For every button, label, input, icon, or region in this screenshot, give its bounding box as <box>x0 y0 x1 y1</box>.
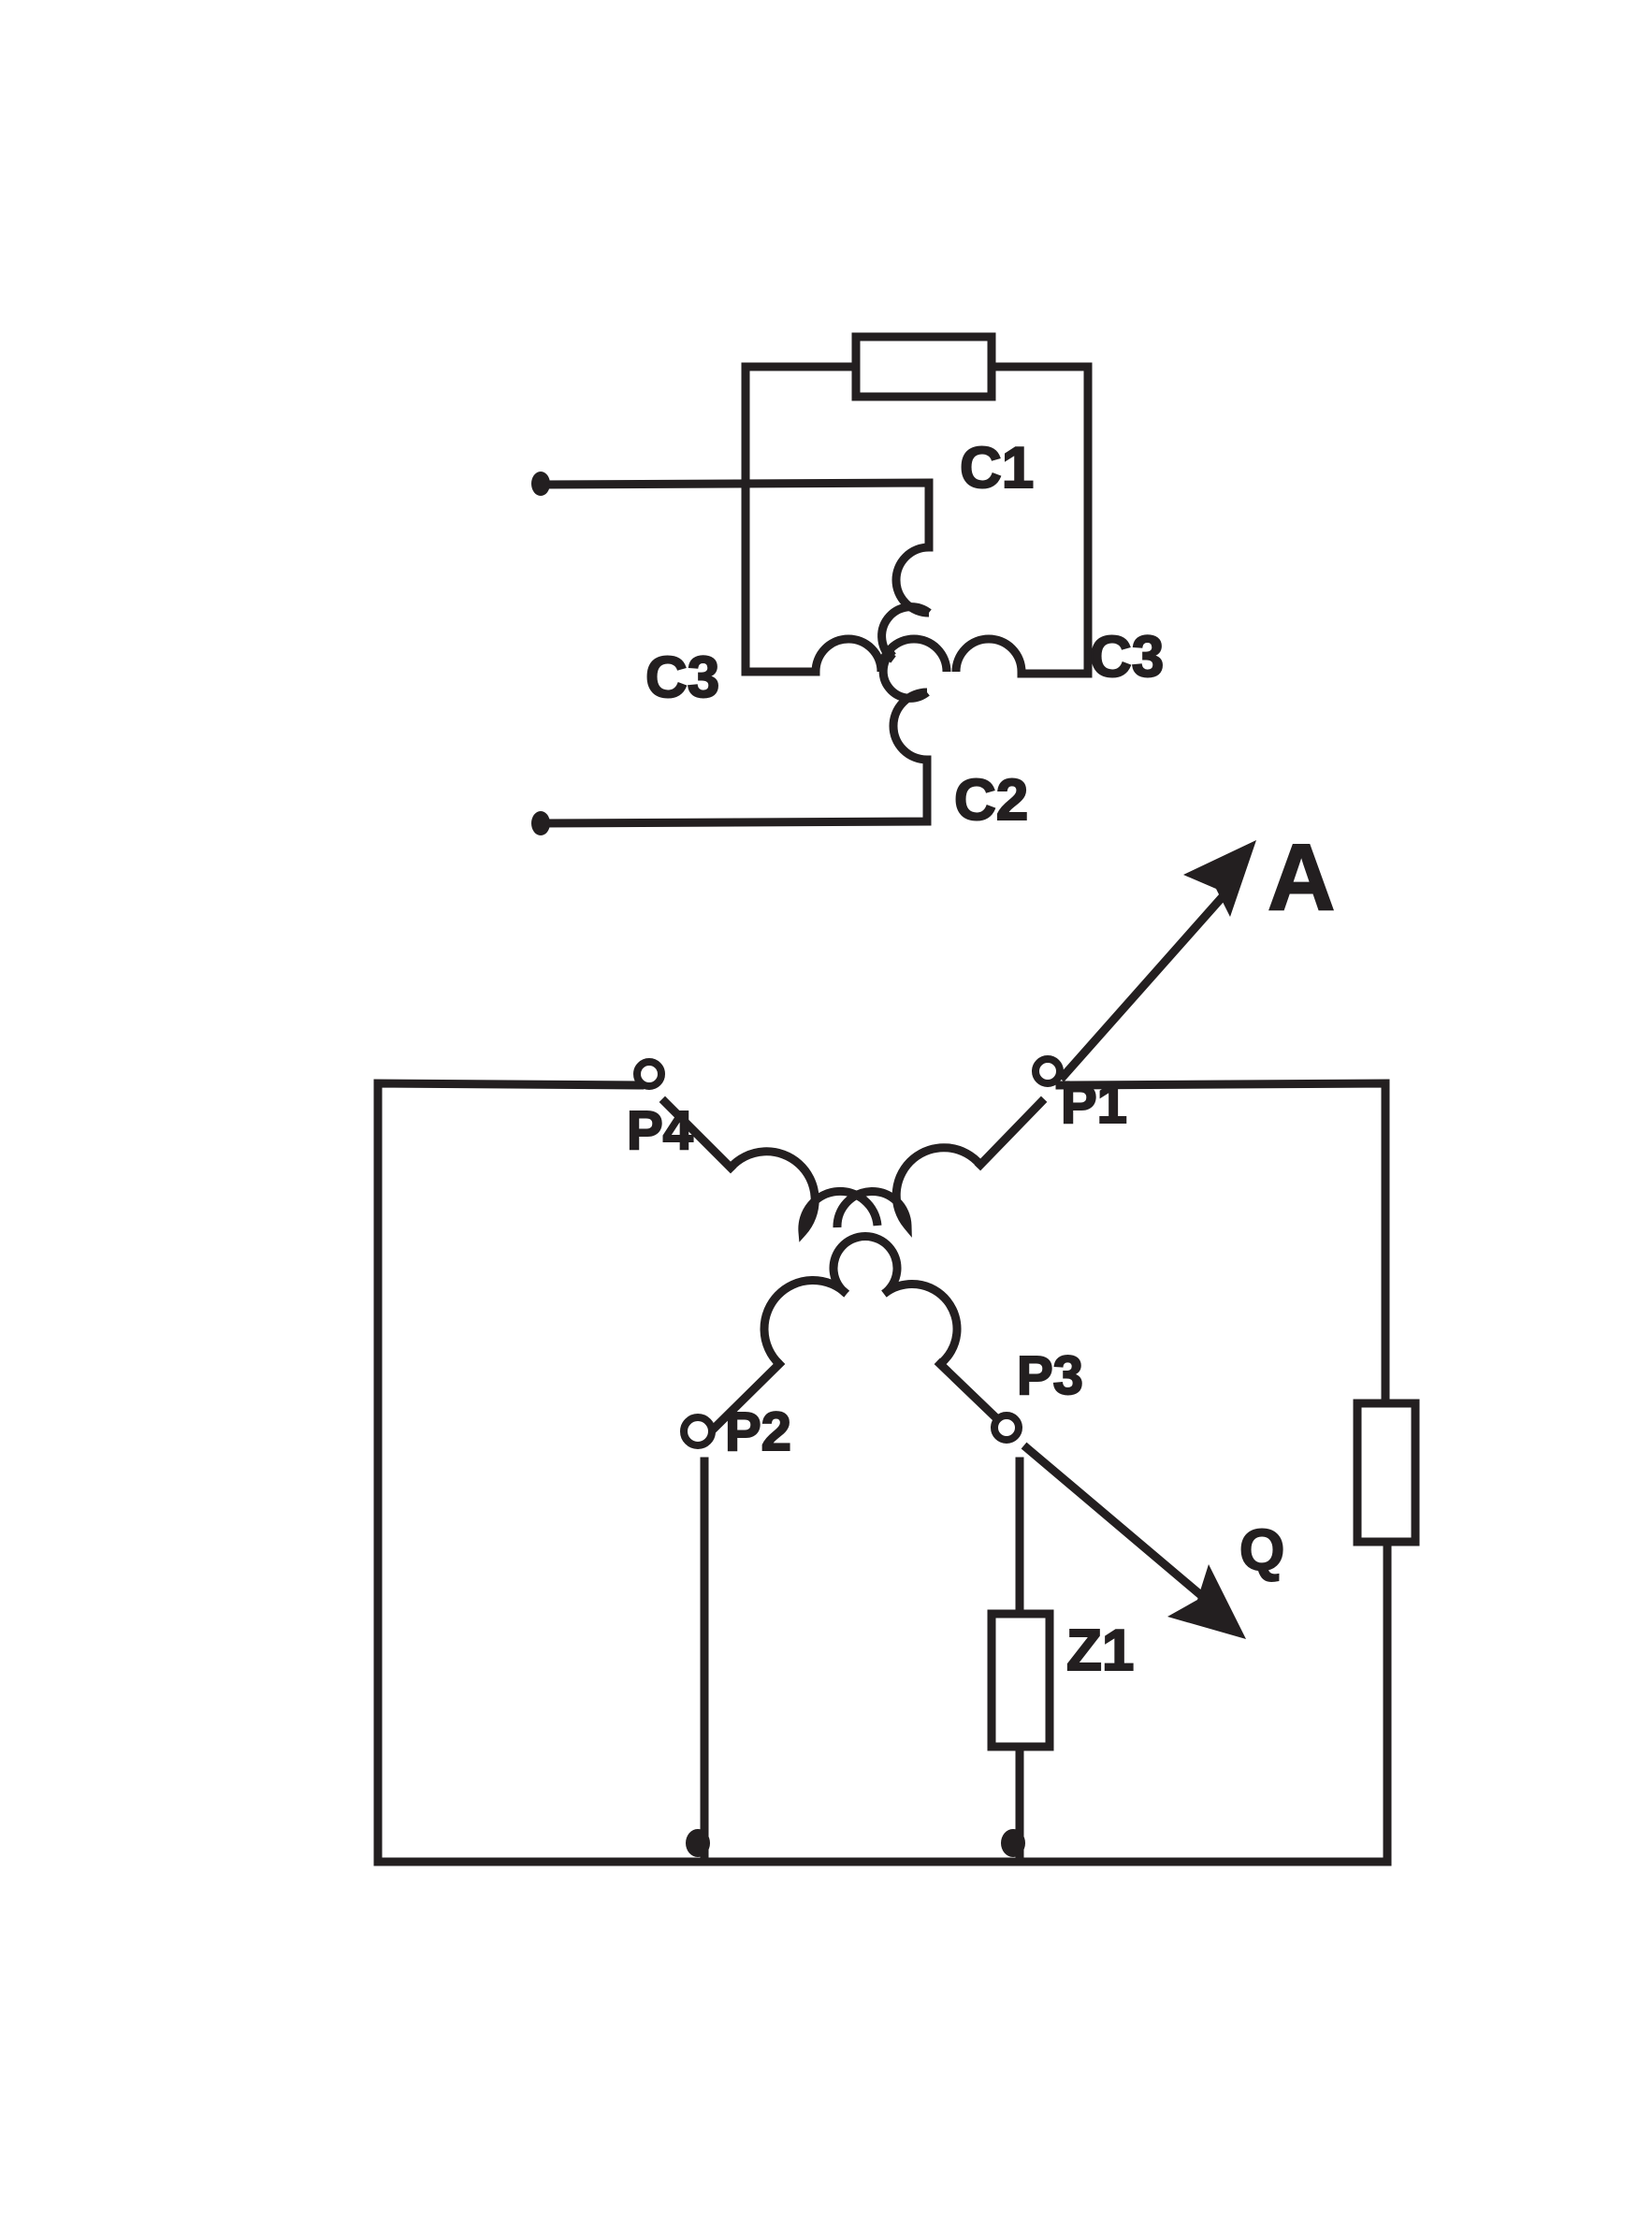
p2-lead-wire <box>703 1357 786 1440</box>
arrow-q-head <box>1167 1564 1246 1639</box>
label-q: Q <box>1239 1518 1284 1583</box>
c2-lead-wire <box>536 755 932 828</box>
label-c3-left: C3 <box>645 646 719 710</box>
z1-impedance <box>987 1609 1054 1751</box>
label-a: A <box>1268 825 1335 930</box>
c1-lead-wire <box>536 478 934 552</box>
label-p1: P1 <box>1061 1074 1127 1135</box>
lower-circuit: A Q P1 P2 P3 P4 Z1 <box>373 824 1420 1866</box>
upper-resistor <box>851 332 996 401</box>
p1-winding <box>833 1143 984 1238</box>
p2-winding <box>760 1276 850 1368</box>
upper-terminal-top <box>531 472 550 496</box>
upper-circuit: C1 C2 C3 C3 <box>531 332 1165 835</box>
p3-winding <box>881 1279 962 1368</box>
label-c3-right: C3 <box>1090 625 1164 690</box>
arrow-q-shaft <box>1021 1442 1215 1608</box>
label-p3: P3 <box>1017 1345 1083 1406</box>
label-c1: C1 <box>960 436 1034 501</box>
junction-dot-right <box>1001 1829 1025 1857</box>
label-c2: C2 <box>954 768 1028 833</box>
junction-dot-left <box>686 1829 710 1857</box>
p1-lead-wire <box>974 1096 1048 1171</box>
upper-resistor-loop-wire-right <box>987 362 1093 676</box>
label-z1: Z1 <box>1066 1619 1134 1683</box>
center-winding <box>829 1232 902 1298</box>
c3-left-winding <box>811 634 951 673</box>
p4-outer-loop-wire <box>373 1079 1392 1866</box>
arrow-a-shaft <box>1057 887 1232 1082</box>
terminal-p1 <box>1032 1055 1064 1087</box>
right-resistor <box>1353 1399 1420 1546</box>
p1-right-loop-wire <box>1055 1079 1390 1408</box>
label-p2: P2 <box>725 1401 791 1462</box>
terminal-p3 <box>991 1412 1022 1444</box>
terminal-p4 <box>633 1058 665 1090</box>
arrow-a-head <box>1183 840 1256 917</box>
p4-lead-wire <box>659 1096 737 1174</box>
upper-resistor-loop-wire <box>741 362 861 676</box>
c3-right-winding <box>951 634 1026 673</box>
upper-terminal-bottom <box>531 811 550 835</box>
terminal-p2 <box>680 1414 716 1449</box>
label-p4: P4 <box>627 1100 693 1161</box>
